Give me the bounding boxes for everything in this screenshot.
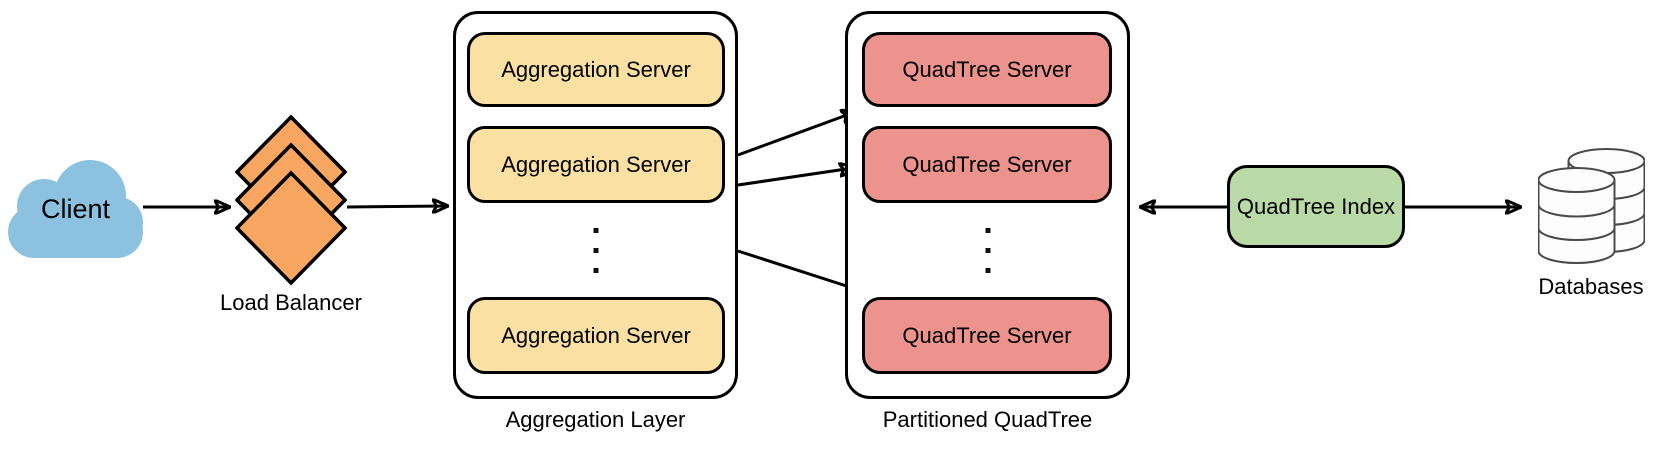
client-label: Client — [40, 193, 111, 224]
load-balancer-icon — [235, 115, 347, 285]
cloud-icon — [8, 160, 143, 258]
databases-icon — [1538, 148, 1645, 264]
arrow-aggregation-to-quadtree-1 — [737, 112, 855, 157]
load-balancer-label: Load Balancer — [220, 290, 362, 315]
partitioned-quadtree-label: Partitioned QuadTree — [882, 407, 1093, 432]
aggregation-server-box-1: Aggregation Server — [467, 32, 725, 107]
vertical-ellipsis-dots — [985, 228, 990, 273]
quadtree-index-box: QuadTree Index — [1227, 165, 1405, 248]
arrow-aggregation-to-quadtree-2 — [737, 168, 853, 187]
arrow-aggregation-to-quadtree-3 — [737, 249, 862, 291]
quadtree-server-box-2: QuadTree Server — [862, 126, 1112, 203]
quadtree-server-box-3: QuadTree Server — [862, 297, 1112, 374]
aggregation-layer-label: Aggregation Layer — [505, 407, 686, 432]
aggregation-server-box-2: Aggregation Server — [467, 126, 725, 203]
aggregation-layer-container: Aggregation Server Aggregation Server Ag… — [453, 11, 738, 399]
databases-label: Databases — [1538, 274, 1644, 299]
quadtree-server-box-1: QuadTree Server — [862, 32, 1112, 107]
aggregation-server-box-3: Aggregation Server — [467, 297, 725, 374]
arrow-load-balancer-to-aggregation — [346, 206, 446, 207]
partitioned-quadtree-container: QuadTree Server QuadTree Server QuadTree… — [845, 11, 1130, 399]
vertical-ellipsis-dots — [593, 228, 598, 273]
